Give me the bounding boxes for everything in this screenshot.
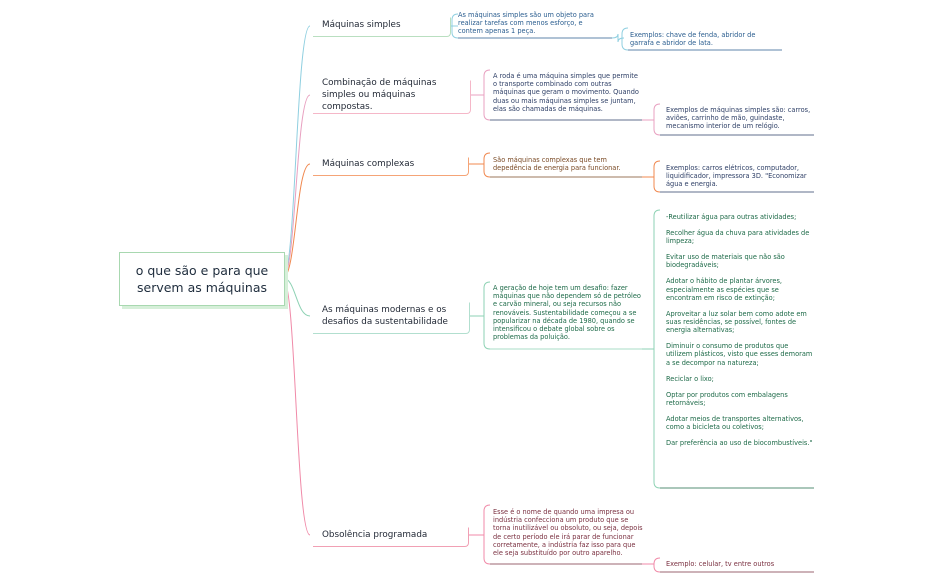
list-item: Dar preferência ao uso de biocombustívei… (666, 439, 813, 448)
sustainability-tips-list[interactable]: -Reutilizar água para outras atividades;… (666, 213, 814, 455)
note-maquinas-compostas[interactable]: A roda é uma máquina simples que permite… (493, 72, 639, 113)
list-item: Aproveitar a luz solar bem como adote em… (666, 309, 807, 335)
fold-corner (465, 75, 471, 81)
subnote-exemplos-complexas[interactable]: Exemplos: carros elétricos, computador, … (666, 164, 807, 189)
list-item: Diminuir o consumo de produtos que utili… (666, 342, 813, 367)
topic-sustentabilidade[interactable]: As máquinas modernas e os desafios da su… (313, 297, 470, 334)
list-item: Adotar meios de transportes alternativos… (666, 414, 804, 432)
subnote-exemplos-simples[interactable]: Exemplos: chave de fenda, abridor de gar… (630, 31, 756, 48)
topic-label: As máquinas modernas e os desafios da su… (322, 304, 448, 327)
topic-label: Máquinas complexas (322, 159, 415, 169)
note-obsolencia[interactable]: Esse é o nome de quando uma impresa ou i… (493, 508, 643, 558)
fold-corner (464, 297, 470, 303)
topic-label: Combinação de máquinas simples ou máquin… (322, 77, 437, 112)
branch-line-2 (282, 94, 311, 279)
topic-maquinas-simples[interactable]: Máquinas simples (313, 12, 451, 37)
list-item: Adotar o hábito de plantar árvores, espe… (666, 277, 782, 302)
branch-line-1 (282, 25, 311, 279)
topic-label: Máquinas simples (322, 19, 401, 30)
fold-corner (445, 12, 451, 18)
branch-line-5 (282, 277, 311, 536)
list-item: -Reutilizar água para outras atividades; (666, 213, 797, 221)
fold-corner (463, 522, 469, 528)
note-maquinas-complexas[interactable]: São máquinas complexas que tem depedênci… (493, 156, 621, 173)
branch-line-4 (282, 277, 311, 317)
subnote-exemplos-compostas[interactable]: Exemplos de máquinas simples são: carros… (666, 106, 811, 131)
list-item: Optar por produtos com embalagens retorn… (666, 390, 788, 407)
note-sustentabilidade[interactable]: A geração de hoje tem um desafio: fazer … (493, 284, 641, 342)
branch-line-3 (282, 163, 311, 279)
note-maquinas-simples[interactable]: As máquinas simples são um objeto para r… (458, 11, 594, 36)
list-item: Recolher água da chuva para atividades d… (666, 229, 810, 246)
list-item: Evitar uso de materiais que não são biod… (666, 253, 785, 270)
subnote-exemplo-obsolencia[interactable]: Exemplo: celular, tv entre outros (666, 560, 775, 568)
list-item: Reciclar o lixo; (666, 374, 714, 383)
topic-label: Obsolência programada (322, 529, 428, 540)
central-topic[interactable]: o que são e para que servem as máquinas (119, 252, 285, 306)
central-topic-label: o que são e para que servem as máquinas (135, 263, 269, 295)
topic-maquinas-compostas[interactable]: Combinação de máquinas simples ou máquin… (313, 75, 471, 114)
topic-obsolencia-programada[interactable]: Obsolência programada (313, 522, 469, 547)
fold-corner (463, 152, 469, 158)
topic-maquinas-complexas[interactable]: Máquinas complexas (313, 152, 469, 176)
